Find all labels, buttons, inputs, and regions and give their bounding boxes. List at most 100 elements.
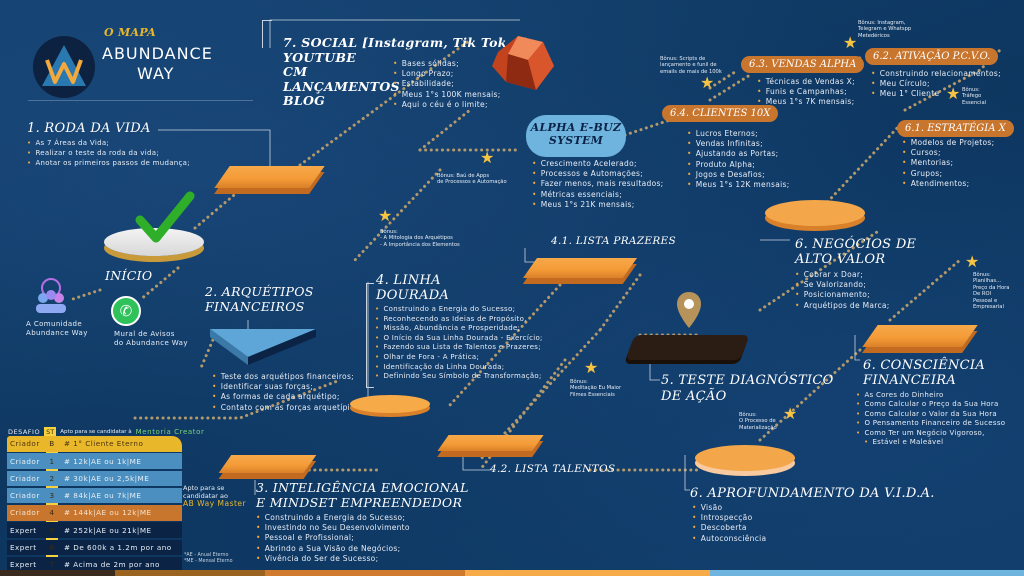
bonus-line: Bônus: xyxy=(570,379,588,385)
bottom-band-4 xyxy=(465,570,710,576)
estrategia-item: Cursos; xyxy=(902,148,994,158)
bonus-line: lançamento e funil de xyxy=(660,62,717,69)
path-inicio-roda xyxy=(193,188,242,230)
social-list: Bases sólidas; Longo Prazo; Estabilidade… xyxy=(393,59,501,110)
negocios-list: Cobrar x Doar; Se Valorizando; Posiciona… xyxy=(795,270,890,311)
arquetipos-platform[interactable] xyxy=(208,325,318,371)
prazeres-platform[interactable] xyxy=(522,258,638,278)
path-planilhas xyxy=(888,258,962,322)
path-inicio-comunidade xyxy=(68,288,102,302)
linha-item: Reconhecendo as Ideias de Propósito, xyxy=(375,315,543,325)
ativacao-pill[interactable]: 6.2. ATIVAÇÃO P.C.V.O. xyxy=(865,48,999,65)
negocios-item: Se Valorizando; xyxy=(795,280,890,290)
social-item: Aqui o céu é o limite; xyxy=(393,100,501,110)
mural-label[interactable]: Mural de Avisos do Abundance Way xyxy=(114,330,188,348)
table-footnote: *AE - Anual Eterno *ME - Mensal Eterno xyxy=(184,553,233,565)
bonus-line: Bônus: xyxy=(739,412,757,418)
linha-item: O Início da Sua Linha Dourada - Exercíci… xyxy=(375,334,543,344)
talentos-platform[interactable] xyxy=(437,435,544,451)
star-icon: ★ xyxy=(378,206,393,225)
arquetipos-title-line2: FINANCEIROS xyxy=(205,299,305,314)
consciencia-title-line2: FINANCEIRA xyxy=(863,373,957,388)
desafio-goal: # 30k|AE ou 2,5k|ME xyxy=(64,473,150,483)
star-icon: ★ xyxy=(584,358,599,377)
st-header-label: ST xyxy=(44,427,57,437)
linha-item: Missão, Abundância e Prosperidade; xyxy=(375,324,543,334)
path-alpha-mito xyxy=(353,168,442,262)
connector-talentos xyxy=(462,450,490,471)
negocios-platform[interactable] xyxy=(765,200,865,226)
bonus-line: Metedéricos xyxy=(858,32,890,39)
clientes-item: Vendas Infinitas; xyxy=(687,139,790,149)
negocios-item: Posicionamento; xyxy=(795,290,890,300)
whatsapp-icon[interactable]: ✆ xyxy=(111,296,141,326)
bonus-line: Pessoal e xyxy=(973,297,998,304)
clientes-pill[interactable]: 6.4. CLIENTES 10X xyxy=(662,105,779,122)
roda-item: Anotar os primeiros passos de mudança; xyxy=(27,158,190,168)
desafio-level: Expert xyxy=(10,525,37,535)
roda-item: As 7 Áreas da Vida; xyxy=(27,138,190,148)
consciencia-item: As Cores do Dinheiro xyxy=(856,391,1005,400)
negocios-title: 6. NEGÓCIOS DE ALTO VALOR xyxy=(795,237,916,267)
mentoria-highlight: Mentoria Creator xyxy=(135,428,205,436)
bonus-line: Bônus: xyxy=(962,87,980,93)
clientes-list: Lucros Eternos; Vendas Infinitas; Ajusta… xyxy=(687,129,790,190)
alpha-system-badge[interactable]: ALPHA E-BUZ SYSTEM xyxy=(526,115,626,157)
path-teste-talentos xyxy=(478,328,602,462)
alpha-item: Crescimento Acelerado; xyxy=(532,159,664,169)
clientes-item: Meus 1°s 12K mensais; xyxy=(687,180,790,190)
consciencia-item: Como Calcular o Valor da Sua Hora xyxy=(856,410,1005,419)
bonus-line: De ROI xyxy=(973,291,992,298)
bonus-materializacao: Bônus: O Processo de Materialização xyxy=(739,412,777,431)
footnote-me: *ME - Mensal Eterno xyxy=(184,559,233,564)
desafio-st: B xyxy=(49,439,55,449)
linha-platform[interactable] xyxy=(350,395,430,413)
bonus-line: emails de mais de 100k xyxy=(660,68,722,75)
path-vendas-scripts xyxy=(708,70,737,90)
alpha-list: Crescimento Acelerado; Processos e Autom… xyxy=(532,159,664,210)
inteligencia-platform[interactable] xyxy=(218,455,317,473)
alpha-item: Fazer menos, mais resultados; xyxy=(532,179,664,189)
bonus-mitologia: Bônus: - A Mitologia dos Arquétipos - A … xyxy=(380,229,460,248)
bonus-line: Tráfego xyxy=(962,93,982,100)
inicio-label: INÍCIO xyxy=(105,268,153,283)
consciencia-item: O Pensamento Financeiro de Sucesso xyxy=(856,419,1005,428)
vendas-pill[interactable]: 6.3. VENDAS ALPHA xyxy=(741,56,865,73)
bonus-line: Planilhas... xyxy=(973,278,1002,285)
desafio-st: 4 xyxy=(49,508,55,518)
roda-title: 1. RODA DA VIDA xyxy=(27,121,151,136)
estrategia-pill[interactable]: 6.1. ESTRATÉGIA X xyxy=(897,120,1014,137)
social-title-line3: CM xyxy=(283,64,308,79)
roda-list: As 7 Áreas da Vida; Realizar o teste da … xyxy=(27,138,190,169)
path-aprof-consciencia xyxy=(758,348,862,442)
bonus-line: Bônus: Baú de Apps xyxy=(437,173,490,179)
bonus-line: Empresarial xyxy=(973,304,1004,311)
path-negocios-estrategia xyxy=(818,123,902,212)
bonus-line: Telegram e Whatspp xyxy=(858,26,912,33)
desafio-st: 3 xyxy=(49,491,55,501)
community-label[interactable]: A Comunidade Abundance Way xyxy=(26,320,88,338)
crystal-icon xyxy=(488,32,558,94)
path-arq-table xyxy=(198,333,217,372)
teste-platform[interactable] xyxy=(625,335,750,360)
clientes-item: Ajustando as Portas; xyxy=(687,149,790,159)
bonus-planilhas: Bônus: Planilhas... Preço da Hora De ROI… xyxy=(973,272,1009,310)
ativacao-item: Construindo relacionamentos; xyxy=(871,69,1001,79)
bonus-line: - A Mitologia dos Arquétipos xyxy=(380,235,453,242)
inteligencia-title-line2: E MINDSET EMPREENDEDOR xyxy=(256,494,463,510)
community-icon[interactable] xyxy=(31,278,71,314)
roda-platform[interactable] xyxy=(214,166,325,188)
bonus-scripts: Bônus: Scripts de lançamento e funil de … xyxy=(660,56,722,75)
path-prazeres-teste xyxy=(598,273,642,332)
roda-item: Realizar o teste da roda da vida; xyxy=(27,148,190,158)
social-title-line1: 7. SOCIAL [Instagram, Tik Tok...] xyxy=(283,35,527,50)
mural-label-line1: Mural de Avisos xyxy=(114,330,175,338)
linha-item: Olhar de Fora - A Prática; xyxy=(375,353,543,363)
star-icon: ★ xyxy=(946,84,961,103)
consciencia-platform[interactable] xyxy=(862,325,978,347)
social-title: 7. SOCIAL [Instagram, Tik Tok...] YOUTUB… xyxy=(283,35,527,109)
aprof-platform[interactable] xyxy=(695,445,795,471)
